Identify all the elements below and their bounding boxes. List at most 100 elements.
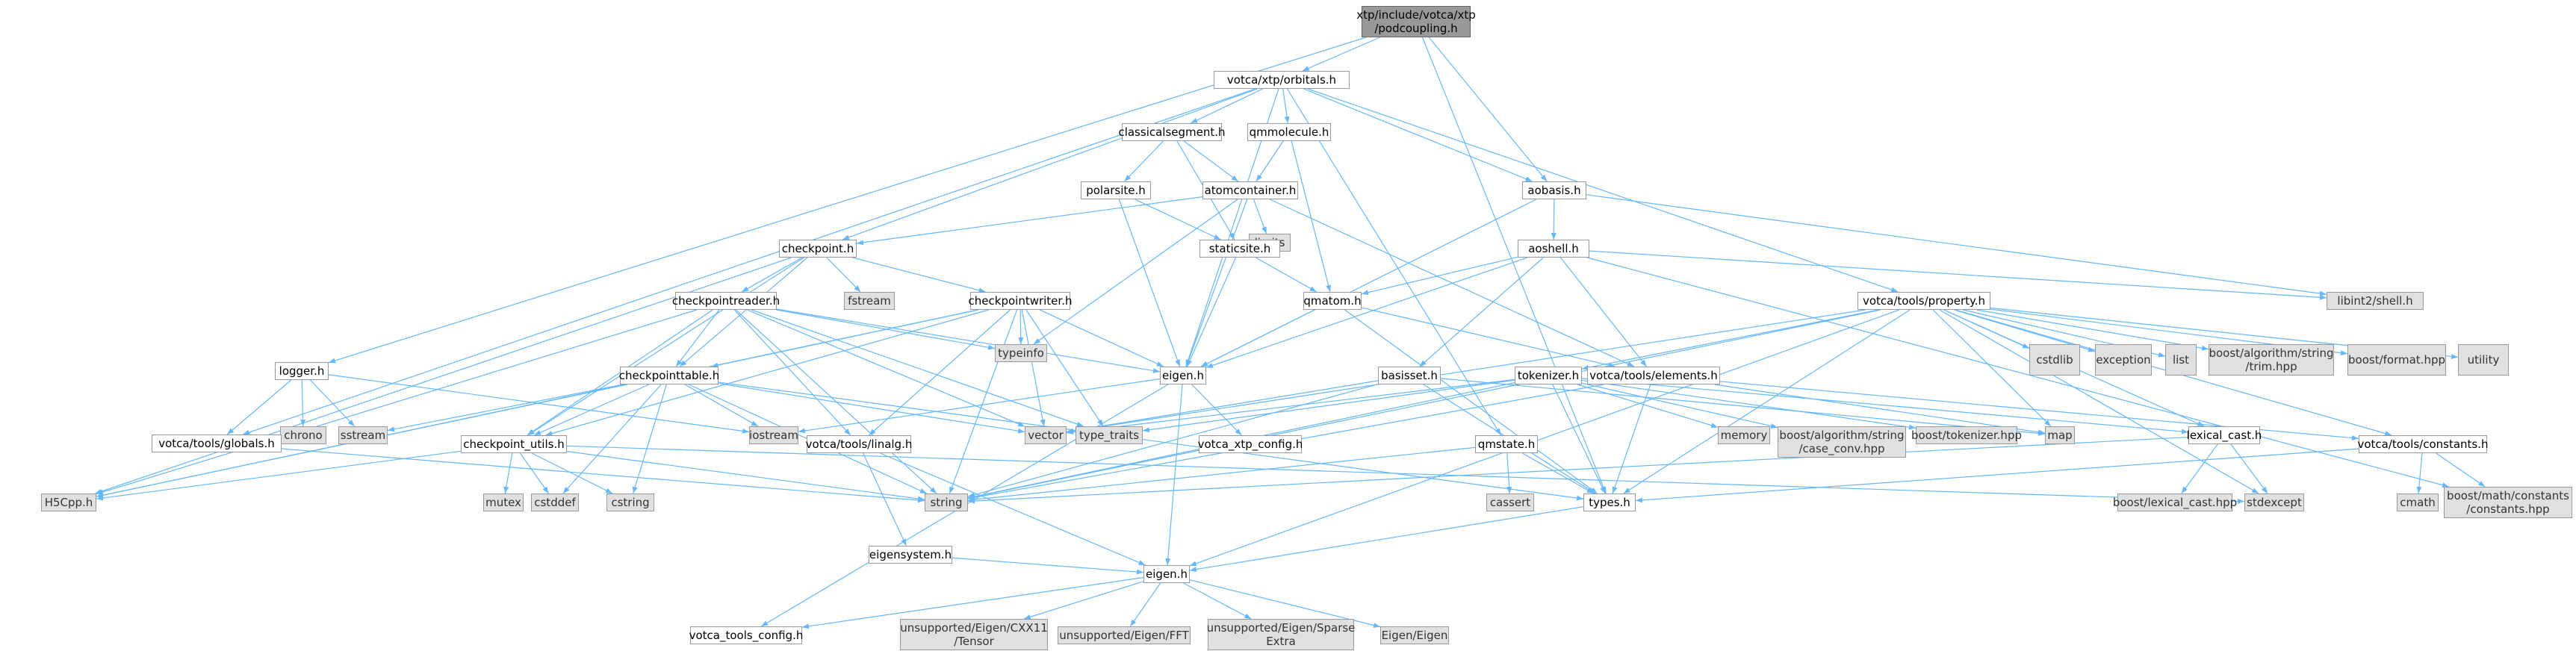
edge-eigen_tools-to-cxx11 xyxy=(1023,581,1144,620)
node-fstream: fstream xyxy=(844,292,895,310)
node-label-line: checkpoint_utils.h xyxy=(463,438,565,451)
node-sstream: sstream xyxy=(338,426,388,444)
edge-checkpoint_utils-to-cstddef xyxy=(519,452,550,494)
node-stdexcept: stdexcept xyxy=(2244,493,2304,511)
edge-tokenizer-to-boost_tokenizer xyxy=(1581,379,1917,430)
edge-atomcontainer-to-typeinfo xyxy=(1033,199,1238,345)
node-basisset[interactable]: basisset.h xyxy=(1378,367,1441,384)
edge-checkpoint_utils-to-string xyxy=(566,450,925,502)
node-types[interactable]: types.h xyxy=(1583,493,1636,511)
node-xtp_config[interactable]: votca_xtp_config.h xyxy=(1198,435,1303,453)
edge-checkpointreader-to-h5cpp xyxy=(96,309,698,495)
node-label-line: typeinfo xyxy=(998,346,1044,360)
edge-basisset-to-vector xyxy=(1066,380,1379,434)
node-qmmolecule[interactable]: qmmolecule.h xyxy=(1247,123,1331,141)
node-label-line: /case_conv.hpp xyxy=(1798,442,1885,455)
edge-aoshell-to-basisset xyxy=(1419,257,1544,367)
edge-qmstate-to-types xyxy=(1521,452,1595,494)
edge-qmatom-to-elements xyxy=(1361,307,1616,368)
node-label-line: chrono xyxy=(284,429,323,442)
node-label-line: cstring xyxy=(611,496,650,509)
node-lexical_cast[interactable]: lexical_cast.h xyxy=(2187,426,2262,444)
node-cstddef: cstddef xyxy=(531,493,579,511)
node-h5cpp: H5Cpp.h xyxy=(41,493,96,511)
edge-podcoupling-to-orbitals xyxy=(1302,37,1380,72)
node-label-line: tokenizer.h xyxy=(1517,369,1580,382)
edge-checkpointreader-to-vector xyxy=(747,309,1025,427)
node-aoshell[interactable]: aoshell.h xyxy=(1518,240,1589,258)
node-classicalsegment[interactable]: classicalsegment.h xyxy=(1118,123,1226,141)
edge-checkpointtable-to-cstddef xyxy=(562,384,662,494)
node-eigen_eigen: Eigen/Eigen xyxy=(1380,626,1449,644)
node-eigen_xtp[interactable]: eigen.h xyxy=(1160,367,1206,384)
edge-orbitals-to-qmstate xyxy=(1286,88,1502,436)
edge-aoshell-to-math_constants xyxy=(1586,257,2450,488)
edge-podcoupling-to-aobasis xyxy=(1428,37,1548,182)
node-atomcontainer[interactable]: atomcontainer.h xyxy=(1202,181,1298,199)
edge-linalg-to-eigen_tools xyxy=(880,452,1146,566)
node-label-line: staticsite.h xyxy=(1208,242,1271,255)
edge-podcoupling-to-logger xyxy=(328,37,1367,364)
node-podcoupling[interactable]: xtp/include/votca/xtp/podcoupling.h xyxy=(1356,6,1476,37)
edge-eigen_xtp-to-xtp_config xyxy=(1191,384,1242,436)
node-eigensystem[interactable]: eigensystem.h xyxy=(869,546,952,564)
node-polarsite[interactable]: polarsite.h xyxy=(1081,181,1151,199)
node-qmatom[interactable]: qmatom.h xyxy=(1303,292,1362,310)
node-exception: exception xyxy=(2095,344,2152,376)
node-label-line: aobasis.h xyxy=(1527,184,1581,197)
node-checkpoint[interactable]: checkpoint.h xyxy=(779,240,857,258)
node-staticsite[interactable]: staticsite.h xyxy=(1199,240,1280,258)
node-string: string xyxy=(925,493,968,511)
node-label-line: memory xyxy=(1720,429,1768,442)
node-linalg[interactable]: votca/tools/linalg.h xyxy=(806,435,912,453)
edge-property-to-map xyxy=(1932,309,2052,427)
edge-basisset-to-map xyxy=(1440,378,2046,436)
node-label-line: unsupported/Eigen/FFT xyxy=(1059,629,1189,642)
edge-aobasis-to-libint2 xyxy=(1586,194,2327,296)
edge-qmmolecule-to-atomcontainer xyxy=(1256,140,1284,182)
edge-qmmolecule-to-qmatom xyxy=(1291,140,1332,293)
edge-staticsite-to-eigen_xtp xyxy=(1186,257,1237,367)
node-checkpointtable[interactable]: checkpointtable.h xyxy=(619,367,719,384)
node-label-line: cmath xyxy=(2400,496,2436,509)
node-label-line: /podcoupling.h xyxy=(1374,22,1458,35)
node-constants[interactable]: votca/tools/constants.h xyxy=(2358,435,2489,453)
edge-checkpoint-to-checkpointreader xyxy=(741,257,803,293)
node-tools_config[interactable]: votca_tools_config.h xyxy=(689,626,803,644)
edge-polarsite-to-staticsite xyxy=(1135,199,1221,240)
node-checkpointreader[interactable]: checkpointreader.h xyxy=(672,292,780,310)
edge-checkpointwriter-to-eigen_xtp xyxy=(1039,309,1164,367)
edge-tokenizer-to-case_conv xyxy=(1581,382,1778,429)
node-orbitals[interactable]: votca/xtp/orbitals.h xyxy=(1214,71,1350,89)
node-checkpointwriter[interactable]: checkpointwriter.h xyxy=(969,292,1072,310)
edge-property-to-trim xyxy=(1976,309,2209,351)
edge-orbitals-to-qmmolecule xyxy=(1282,88,1290,124)
node-label-line: unsupported/Eigen/Sparse xyxy=(1206,621,1356,635)
edge-orbitals-to-property xyxy=(1307,88,1899,293)
edge-checkpointwriter-to-string xyxy=(949,309,1018,494)
node-label-line: atomcontainer.h xyxy=(1204,184,1297,197)
node-qmstate[interactable]: qmstate.h xyxy=(1475,435,1538,453)
node-checkpoint_utils[interactable]: checkpoint_utils.h xyxy=(461,435,567,453)
node-eigen_tools[interactable]: eigen.h xyxy=(1143,565,1190,583)
node-label-line: exception xyxy=(2096,353,2151,367)
node-vector: vector xyxy=(1025,426,1067,444)
edge-logger-to-sstream xyxy=(310,379,355,427)
node-tokenizer[interactable]: tokenizer.h xyxy=(1515,367,1582,384)
node-property[interactable]: votca/tools/property.h xyxy=(1857,292,1990,310)
edge-checkpointtable-to-iostream xyxy=(684,384,759,427)
edge-checkpointtable-to-types xyxy=(718,382,1584,501)
edge-staticsite-to-qmatom xyxy=(1255,257,1318,293)
edge-qmatom-to-eigen_xtp xyxy=(1200,309,1315,367)
node-elements[interactable]: votca/tools/elements.h xyxy=(1587,367,1720,384)
node-chrono: chrono xyxy=(280,426,326,444)
edge-aoshell-to-elements xyxy=(1559,257,1648,367)
node-label-line: vector xyxy=(1028,429,1064,442)
node-cmath: cmath xyxy=(2397,493,2439,511)
node-aobasis[interactable]: aobasis.h xyxy=(1522,181,1586,199)
node-map: map xyxy=(2045,426,2075,444)
node-logger[interactable]: logger.h xyxy=(275,362,329,380)
edge-eigen_tools-to-fft xyxy=(1129,582,1161,627)
node-globals[interactable]: votca/tools/globals.h xyxy=(152,435,282,452)
